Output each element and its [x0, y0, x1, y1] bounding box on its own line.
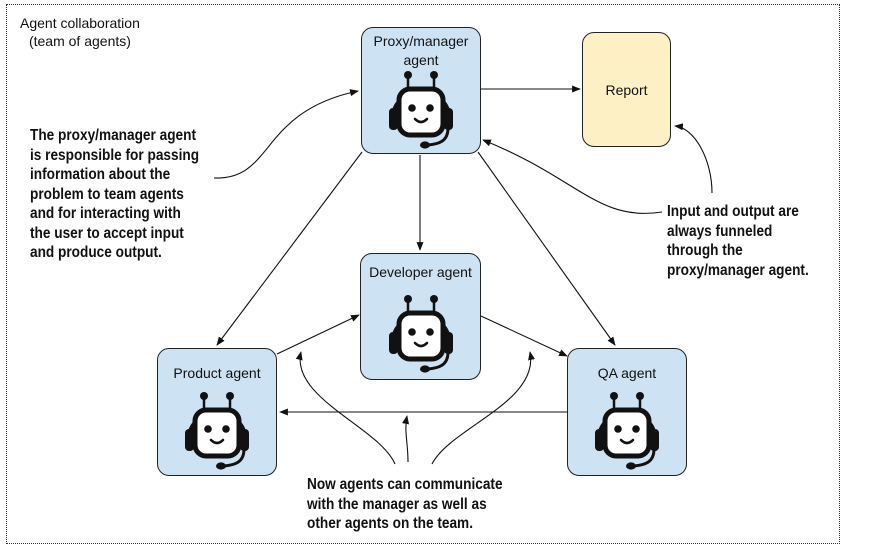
- communication-note-line: Now agents can communicate: [307, 476, 503, 493]
- product-agent-node[interactable]: Product agent: [157, 348, 277, 476]
- callout-io-to-manager: [482, 139, 663, 214]
- callout-comm-mid: [402, 415, 410, 463]
- io-note: Input and output are always funneled thr…: [667, 202, 809, 280]
- manager-note-line: information about the: [30, 166, 171, 183]
- io-note-line: Input and output are: [667, 203, 799, 220]
- manager-agent-label-2: agent: [403, 52, 439, 68]
- arrow-manager-to-qa: [477, 151, 616, 346]
- manager-agent-label-1: Proxy/manager: [373, 33, 469, 49]
- communication-note-line: with the manager as well as: [307, 495, 487, 513]
- callout-manager-note: [213, 89, 359, 179]
- manager-note: The proxy/manager agent is responsible f…: [30, 126, 199, 263]
- callout-io-to-report: [674, 123, 713, 194]
- manager-note-line: problem to team agents: [30, 185, 184, 203]
- diagram-frame: [6, 4, 840, 544]
- arrow-developer-to-qa: [480, 315, 568, 357]
- callout-comm-left: [295, 351, 396, 465]
- communication-note: Now agents can communicate with the mana…: [307, 475, 503, 534]
- callout-comm-right: [431, 351, 535, 465]
- robot-headset-icon: [388, 292, 454, 374]
- developer-agent-node[interactable]: Developer agent: [360, 253, 481, 380]
- qa-agent-node[interactable]: QA agent: [567, 348, 687, 476]
- io-note-line: proxy/manager agent.: [667, 261, 809, 279]
- manager-note-line: and produce output.: [30, 244, 162, 261]
- diagram-title: Agent collaboration (team of agents): [20, 14, 140, 50]
- communication-note-line: other agents on the team.: [307, 515, 473, 532]
- robot-headset-icon: [184, 389, 250, 471]
- robot-headset-icon: [594, 389, 660, 471]
- manager-note-line: The proxy/manager agent: [30, 127, 197, 144]
- title-line-1: Agent collaboration: [20, 15, 140, 31]
- manager-note-line: the user to accept input: [30, 224, 184, 242]
- qa-agent-label: QA agent: [597, 365, 657, 381]
- report-label: Report: [605, 81, 648, 98]
- manager-agent-node[interactable]: Proxy/manager agent: [361, 27, 481, 154]
- robot-headset-icon: [388, 68, 454, 150]
- arrow-product-to-developer: [276, 314, 360, 355]
- developer-agent-label: Developer agent: [369, 264, 472, 280]
- manager-note-line: and for interacting with: [30, 205, 181, 222]
- product-agent-label: Product agent: [173, 365, 261, 381]
- manager-note-line: is responsible for passing: [30, 146, 200, 164]
- title-line-2: (team of agents): [28, 33, 131, 49]
- arrow-manager-to-product: [216, 151, 363, 346]
- io-note-line: through the: [667, 242, 743, 259]
- report-node[interactable]: Report: [582, 32, 671, 147]
- io-note-line: always funneled: [667, 222, 773, 240]
